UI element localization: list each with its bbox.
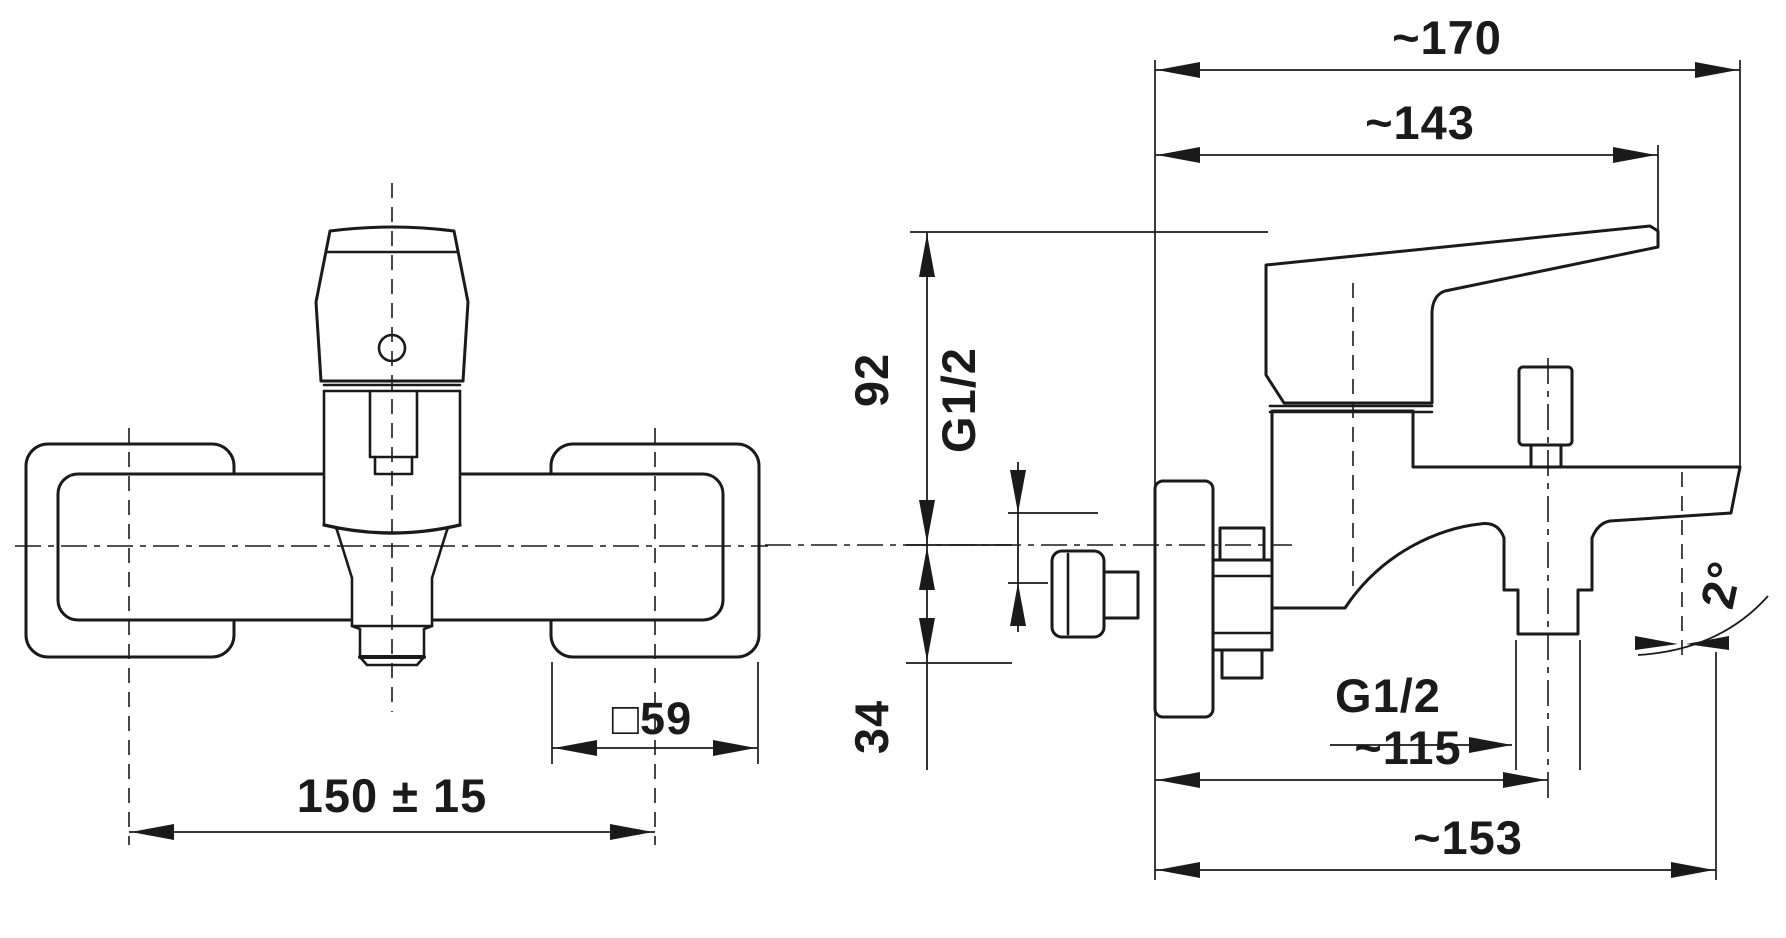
- dim-outlet-distance: ~115: [1155, 721, 1548, 788]
- side-handle-lever: [1264, 224, 1660, 405]
- side-union-nut: [1211, 558, 1274, 652]
- side-cap-joint: [1268, 404, 1434, 414]
- dim-spout-tilt-label: 2°: [1690, 556, 1752, 613]
- dim-depth-below-axis-label: 34: [845, 700, 898, 754]
- side-view: ~170 ~143 92 34: [765, 11, 1769, 880]
- side-body-spout: [1270, 409, 1742, 636]
- dim-outlet-thread: G1/2: [1330, 640, 1581, 770]
- dim-connection-spacing-label: 150 ± 15: [297, 769, 488, 822]
- dim-wall-thread: G1/2: [932, 347, 1098, 632]
- dim-overall-depth-label: ~170: [1392, 11, 1502, 64]
- side-union-lower: [1220, 648, 1264, 680]
- dim-outlet-thread-label: G1/2: [1335, 669, 1441, 722]
- dim-spout-end-distance-label: ~153: [1413, 811, 1523, 864]
- dim-escutcheon-size-label: □59: [612, 693, 692, 744]
- side-escutcheon: [1153, 479, 1215, 719]
- side-diverter-neck: [1529, 443, 1563, 469]
- dim-connection-spacing: 150 ± 15: [129, 769, 655, 840]
- front-view: □59 150 ± 15: [15, 183, 768, 845]
- dim-spout-tilt: 2°: [1635, 556, 1769, 656]
- dim-overall-depth: ~170: [1154, 11, 1741, 880]
- dim-escutcheon-size: □59: [551, 662, 759, 764]
- dim-outlet-distance-label: ~115: [1354, 721, 1461, 774]
- side-fitting-stub: [1102, 570, 1140, 620]
- side-diverter-knob: [1517, 365, 1574, 447]
- dim-height-chain: 92 34: [845, 231, 1268, 770]
- dim-wall-thread-label: G1/2: [932, 347, 985, 453]
- side-hex-fitting: [1050, 549, 1106, 639]
- dim-height-above-axis-label: 92: [845, 353, 898, 407]
- dim-spout-end-distance: ~153: [1155, 652, 1717, 880]
- dim-handle-depth: ~143: [1155, 96, 1659, 232]
- dim-handle-depth-label: ~143: [1365, 96, 1475, 149]
- side-union-upper: [1218, 526, 1266, 562]
- side-union-lines: [1211, 574, 1274, 635]
